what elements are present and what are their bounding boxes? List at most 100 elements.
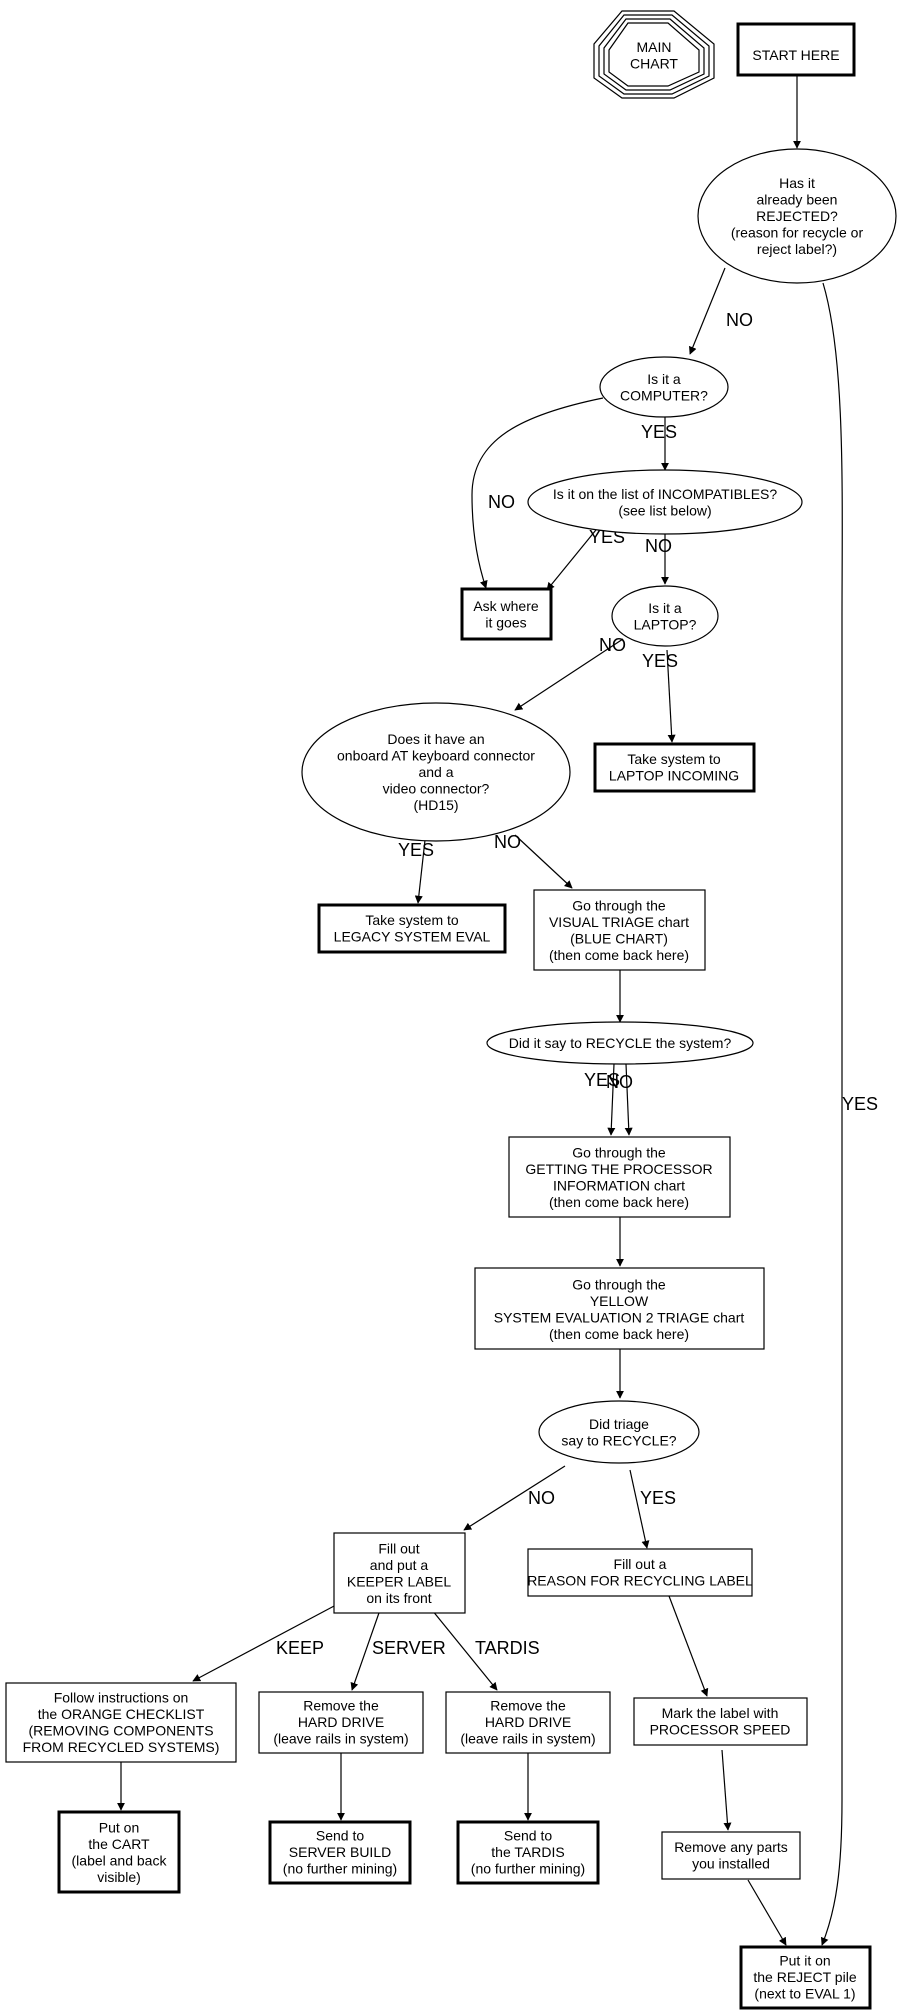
node-text-line: visible) [97,1869,141,1885]
edge-label-rejected-yes: YES [842,1094,878,1114]
node-text-line: (leave rails in system) [273,1731,408,1747]
node-text-line: Take system to [365,912,459,928]
edge-label-rejected-no: NO [726,310,753,330]
node-text-line: Did it say to RECYCLE the system? [509,1035,732,1051]
node-text-line: YELLOW [590,1293,649,1309]
node-start-here-label: START HERE [752,47,839,63]
edge-tardis [431,1609,498,1691]
node-recycle-decision-label: Did it say to RECYCLE the system? [509,1035,732,1051]
node-text-line: (label and back [72,1852,168,1868]
node-text-line: the TARDIS [491,1844,564,1860]
node-text-line: Has it [779,175,815,191]
node-text-line: you installed [692,1855,770,1871]
node-text-line: Follow instructions on [54,1689,189,1705]
node-text-line: and a [418,764,453,780]
node-text-line: Remove the [303,1698,379,1714]
node-text-line: (then come back here) [549,947,689,963]
node-text-line: Remove the [490,1698,566,1714]
edge-label-keep: KEEP [276,1638,324,1658]
node-text-line: it goes [485,614,526,630]
node-text-line: video connector? [383,781,490,797]
edge-label-server: SERVER [372,1638,446,1658]
node-text-line: already been [757,192,838,208]
edge-remove-parts-to-reject [747,1879,787,1946]
edge-rejected-yes [820,282,843,1946]
node-text-line: FROM RECYCLED SYSTEMS) [23,1739,220,1755]
node-text-line: COMPUTER? [620,387,708,403]
node-text-line: (no further mining) [471,1861,585,1877]
node-text-line: START HERE [752,47,839,63]
node-text-line: Send to [504,1828,552,1844]
node-text-line: onboard AT keyboard connector [337,748,535,764]
node-text-line: Fill out a [614,1556,667,1572]
edge-labels: NO YES YES NO YES NO NO YES YES NO YES N… [276,310,878,1658]
node-text-line: Take system to [627,751,721,767]
node-text-line: (leave rails in system) [460,1731,595,1747]
node-text-line: on its front [366,1590,431,1606]
node-text-line: Put it on [779,1953,830,1969]
node-text-line: MAIN [637,39,672,55]
edge-server [350,1609,381,1691]
node-text-line: Is it on the list of INCOMPATIBLES? [553,486,778,502]
node-text-line: Is it a [648,600,682,616]
node-text-line: Is it a [647,371,681,387]
node-text-line: and put a [370,1557,429,1573]
node-text-line: SYSTEM EVALUATION 2 TRIAGE chart [494,1309,745,1325]
edge-label-tardis: TARDIS [475,1638,540,1658]
node-text-line: the REJECT pile [753,1969,856,1985]
edge-recycle-yes [607,1063,616,1136]
node-text-line: (REMOVING COMPONENTS [28,1722,213,1738]
edge-label-recycle-no: NO [606,1072,633,1092]
node-text-line: Go through the [572,1276,666,1292]
node-text-line: PROCESSOR SPEED [650,1721,791,1737]
edge-label-recycle-yes: YES [584,1070,620,1090]
node-text-line: (then come back here) [549,1326,689,1342]
node-text-line: say to RECYCLE? [561,1432,676,1448]
node-text-line: Go through the [572,897,666,913]
node-text-line: Does it have an [387,731,484,747]
edge-label-computer-yes: YES [641,422,677,442]
edge-reason-to-mark [668,1595,709,1697]
node-text-line: KEEPER LABEL [347,1573,451,1589]
edges [117,75,843,1946]
node-text-line: (no further mining) [283,1861,397,1877]
node-text-line: VISUAL TRIAGE chart [549,914,689,930]
edge-onboard-yes [414,839,426,904]
node-text-line: HARD DRIVE [485,1714,571,1730]
edge-label-computer-no: NO [488,492,515,512]
